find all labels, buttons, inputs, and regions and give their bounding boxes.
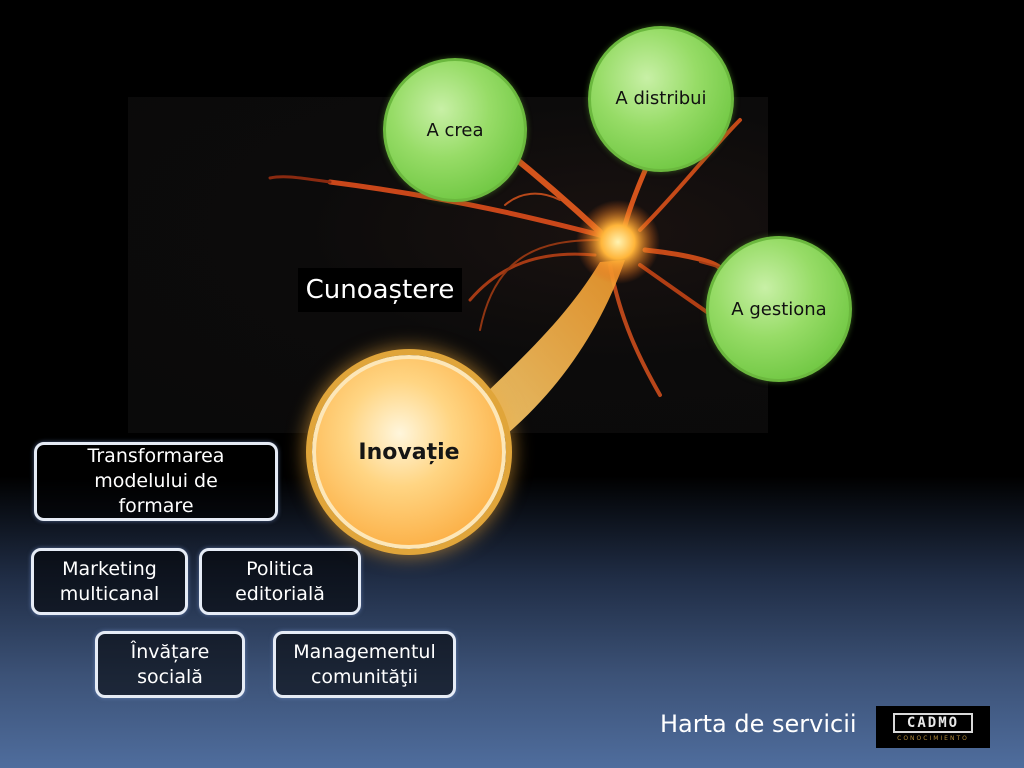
service-label: Politica editorială <box>235 557 325 605</box>
service-label: Managementul comunităţii <box>293 640 436 688</box>
service-label: Marketing multicanal <box>59 557 160 605</box>
service-box-editorial-policy[interactable]: Politica editorială <box>199 548 361 615</box>
service-box-social-learning[interactable]: Învățare socială <box>95 631 245 698</box>
service-label: Transformarea modelului de formare <box>87 445 225 517</box>
service-box-training-model[interactable]: Transformarea modelului de formare <box>34 442 278 521</box>
action-label-distribute: A distribui <box>615 87 707 109</box>
service-label: Învățare socială <box>130 640 210 688</box>
service-box-multichannel-marketing[interactable]: Marketing multicanal <box>31 548 188 615</box>
action-label-manage: A gestiona <box>731 298 827 320</box>
knowledge-label: Cunoaștere <box>298 268 462 312</box>
action-circle-create[interactable]: A crea <box>383 58 527 202</box>
action-circle-distribute[interactable]: A distribui <box>588 26 734 172</box>
action-label-create: A crea <box>426 119 484 141</box>
axon-beam <box>458 260 625 440</box>
footer-title: Harta de servicii <box>660 710 857 738</box>
action-circle-manage[interactable]: A gestiona <box>706 236 852 382</box>
logo-tagline: CONOCIMIENTO <box>897 734 969 742</box>
innovation-circle[interactable]: Inovație <box>312 355 506 549</box>
service-box-community-management[interactable]: Managementul comunităţii <box>273 631 456 698</box>
neuron-soma <box>576 200 660 284</box>
cadmo-logo: CADMO CONOCIMIENTO <box>876 706 990 748</box>
innovation-label: Inovație <box>358 439 460 465</box>
logo-name: CADMO <box>892 712 974 733</box>
